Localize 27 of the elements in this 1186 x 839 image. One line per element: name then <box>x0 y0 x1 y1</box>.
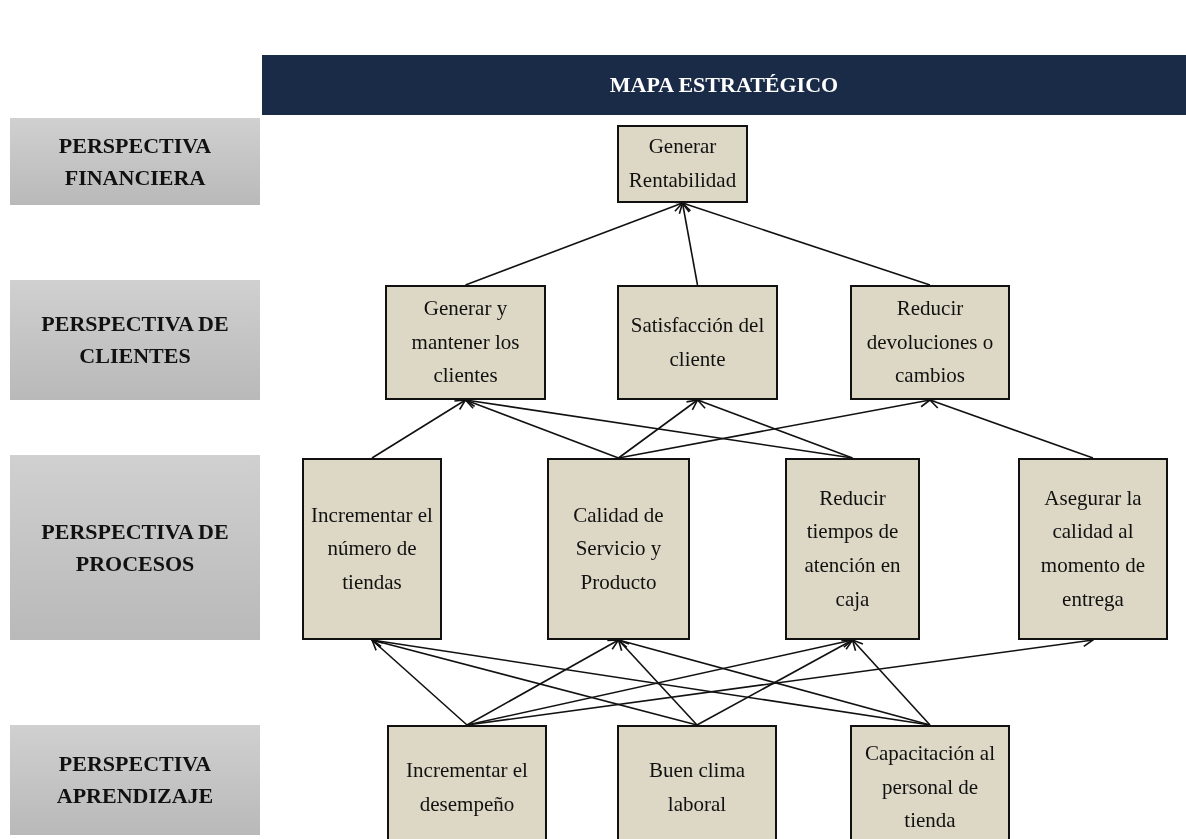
arrow <box>696 639 854 726</box>
arrow <box>464 201 684 286</box>
arrow <box>617 639 698 726</box>
objective-box: Generar Rentabilidad <box>617 125 748 203</box>
arrow <box>851 639 931 726</box>
objective-box: Generar y mantener los clientes <box>385 285 546 400</box>
objective-box: Incrementar el desempeño <box>387 725 547 839</box>
perspective-box: PERSPECTIVA DE PROCESOS <box>10 455 260 640</box>
arrow <box>696 398 854 459</box>
objective-box: Reducir devoluciones o cambios <box>850 285 1010 400</box>
title-banner: MAPA ESTRATÉGICO <box>262 55 1186 115</box>
arrow <box>466 639 620 726</box>
objective-box: Reducir tiempos de atención en caja <box>785 458 920 640</box>
perspective-box: PERSPECTIVA DE CLIENTES <box>10 280 260 400</box>
arrow <box>617 399 699 459</box>
arrow <box>371 639 468 726</box>
perspective-box: PERSPECTIVA FINANCIERA <box>10 118 260 205</box>
objective-box: Capacitación al personal de tienda <box>850 725 1010 839</box>
arrow <box>464 398 620 459</box>
perspective-box: PERSPECTIVA APRENDIZAJE <box>10 725 260 835</box>
objective-box: Incrementar el número de tiendas <box>302 458 442 640</box>
objective-box: Satisfacción del cliente <box>617 285 778 400</box>
objective-box: Calidad de Servicio y Producto <box>547 458 690 640</box>
objective-box: Asegurar la calidad al momento de entrega <box>1018 458 1168 640</box>
arrow <box>678 202 699 286</box>
arrow <box>371 399 467 459</box>
objective-box: Buen clima laboral <box>617 725 777 839</box>
